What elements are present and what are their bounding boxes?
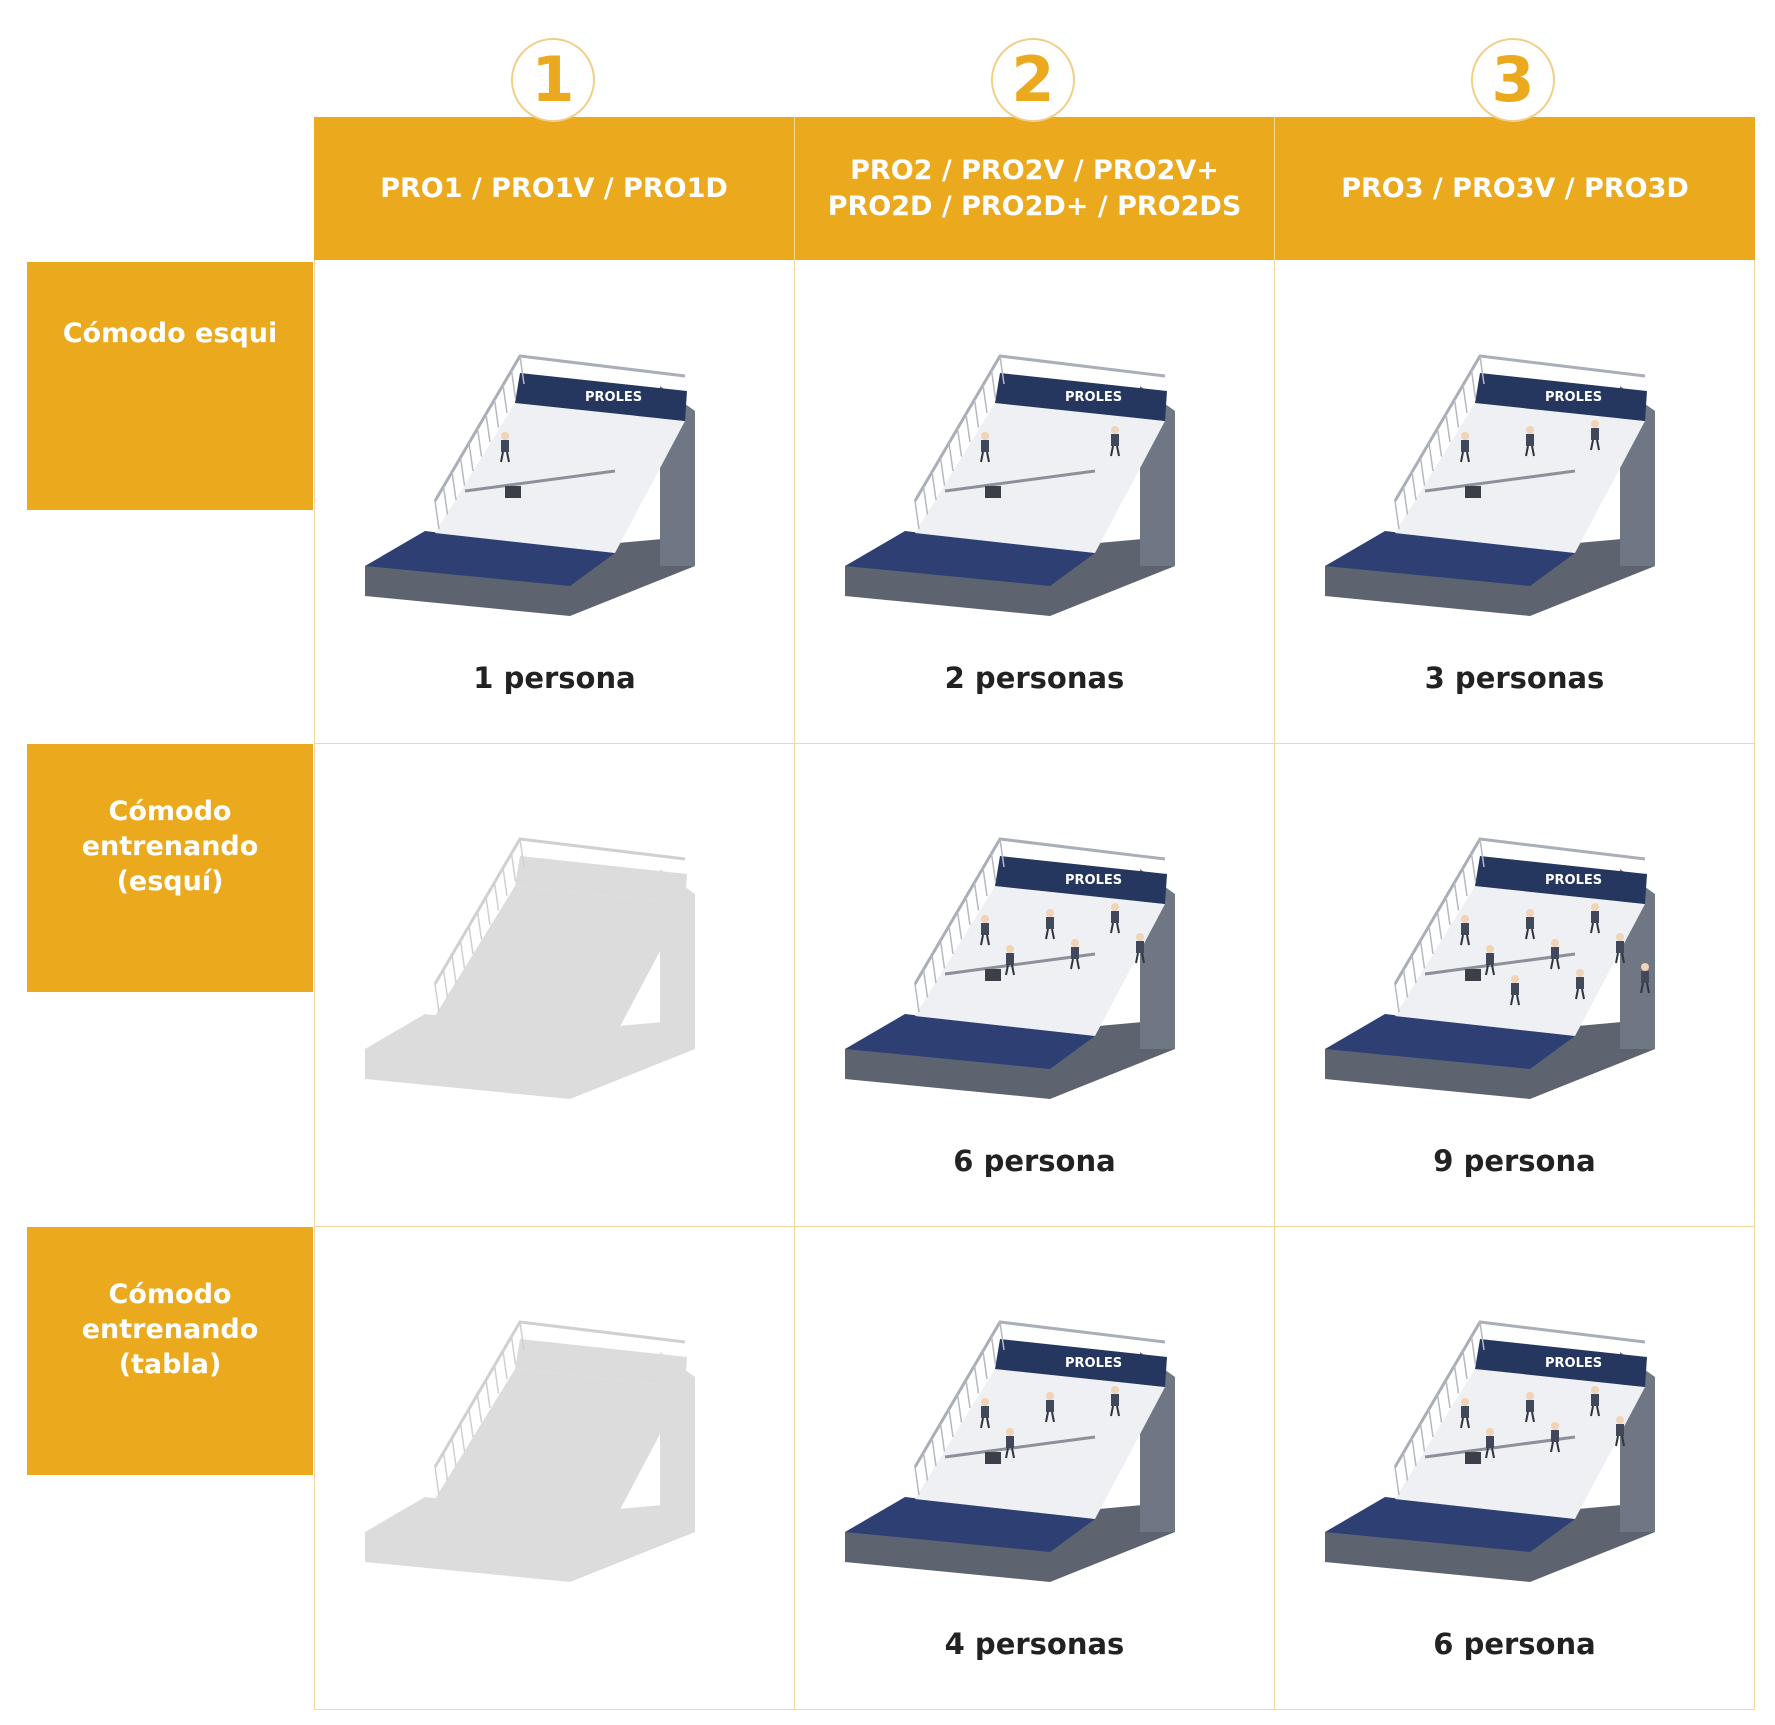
cell-r2-c0 — [315, 1227, 794, 1709]
brand-logo: PROLES — [1545, 390, 1602, 405]
cell-r0-c0: PROLES 1 persona — [315, 261, 794, 743]
skier-figure — [1615, 933, 1625, 964]
brand-logo: PROLES — [585, 390, 642, 405]
column-header-1: PRO1 / PRO1V / PRO1D — [314, 117, 794, 260]
skier-figure — [1640, 963, 1650, 994]
ramp-model: PROLES — [1325, 354, 1655, 616]
skier-figure — [1070, 939, 1080, 970]
row-header-entrenando-tabla: Cómodo entrenando (tabla) — [27, 1227, 313, 1475]
skier-figure — [1460, 1398, 1470, 1429]
skier-figure — [1045, 909, 1055, 940]
row-header-entrenando-esqui: Cómodo entrenando (esquí) — [27, 744, 313, 992]
column-header-3: PRO3 / PRO3V / PRO3D — [1274, 117, 1755, 260]
cell-r1-c2: PROLES 9 persona — [1275, 744, 1754, 1226]
ski-simulator-illustration: PROLES — [1275, 1227, 1754, 1709]
skier-figure — [1525, 1392, 1535, 1423]
ramp-model: PROLES — [1325, 1320, 1655, 1582]
skier-figure — [1590, 903, 1600, 934]
column-number-1: 1 — [511, 38, 595, 122]
skier-figure — [1590, 420, 1600, 451]
skier-figure — [1575, 969, 1585, 1000]
skier-figure — [980, 432, 990, 463]
column-number-3: 3 — [1471, 38, 1555, 122]
skier-figure — [1110, 903, 1120, 934]
row-header-1-line1: Cómodo esqui — [62, 318, 278, 349]
row-header-2-line2: entrenando — [81, 831, 259, 862]
capacity-caption: 4 personas — [944, 1627, 1125, 1661]
skier-figure — [1550, 1422, 1560, 1453]
ramp-silhouette — [365, 837, 695, 1099]
ski-simulator-illustration: PROLES — [315, 261, 794, 743]
capacity-caption: 1 persona — [473, 661, 636, 695]
ski-simulator-illustration: PROLES — [795, 261, 1274, 743]
skier-figure — [1110, 1386, 1120, 1417]
ramp-model: PROLES — [845, 837, 1175, 1099]
ski-simulator-illustration: PROLES — [1275, 744, 1754, 1226]
grid-line-horizontal — [314, 1709, 1755, 1710]
skier-figure — [1485, 1428, 1495, 1459]
column-number-2: 2 — [991, 38, 1075, 122]
capacity-caption: 6 persona — [1433, 1627, 1596, 1661]
ski-simulator-illustration: PROLES — [795, 1227, 1274, 1709]
skier-figure — [1550, 939, 1560, 970]
cell-r2-c2: PROLES 6 persona — [1275, 1227, 1754, 1709]
capacity-caption: 9 persona — [1433, 1144, 1596, 1178]
skier-figure — [1615, 1416, 1625, 1447]
grid-line-horizontal — [314, 1226, 1755, 1227]
ramp-model: PROLES — [1325, 837, 1655, 1099]
ramp-model: PROLES — [845, 354, 1175, 616]
ski-simulator-illustration: PROLES — [1275, 261, 1754, 743]
grid-line-vertical — [1274, 260, 1275, 1710]
brand-logo: PROLES — [1065, 390, 1122, 405]
ski-simulator-illustration-disabled — [315, 744, 794, 1226]
brand-logo: PROLES — [1545, 1356, 1602, 1371]
row-header-3-line2: entrenando — [81, 1314, 259, 1345]
ramp-model: PROLES — [845, 1320, 1175, 1582]
skier-figure — [1110, 426, 1120, 457]
skier-figure — [1005, 945, 1015, 976]
grid-line-vertical — [1754, 260, 1755, 1710]
grid-line-horizontal — [314, 743, 1755, 744]
skier-figure — [1525, 426, 1535, 457]
ramp-model: PROLES — [365, 354, 695, 616]
column-header-1-line1: PRO1 / PRO1V / PRO1D — [380, 172, 728, 204]
column-header-3-line1: PRO3 / PRO3V / PRO3D — [1341, 172, 1689, 204]
capacity-caption: 2 personas — [944, 661, 1125, 695]
cell-r2-c1: PROLES 4 personas — [795, 1227, 1274, 1709]
column-header-2-line1: PRO2 / PRO2V / PRO2V+ — [850, 154, 1219, 186]
brand-logo: PROLES — [1065, 1356, 1122, 1371]
ramp-silhouette — [365, 1320, 695, 1582]
skier-figure — [1045, 1392, 1055, 1423]
capacity-caption: 3 personas — [1424, 661, 1605, 695]
row-header-2-line1: Cómodo — [108, 796, 232, 827]
skier-figure — [1485, 945, 1495, 976]
skier-figure — [1525, 909, 1535, 940]
skier-figure — [1510, 975, 1520, 1006]
ski-simulator-illustration-disabled — [315, 1227, 794, 1709]
skier-figure — [500, 432, 510, 463]
column-header-2-line2: PRO2D / PRO2D+ / PRO2DS — [827, 190, 1242, 222]
column-header-2: PRO2 / PRO2V / PRO2V+ PRO2D / PRO2D+ / P… — [794, 117, 1274, 260]
cell-r0-c1: PROLES 2 personas — [795, 261, 1274, 743]
skier-figure — [1590, 1386, 1600, 1417]
cell-r0-c2: PROLES 3 personas — [1275, 261, 1754, 743]
brand-logo: PROLES — [1065, 873, 1122, 888]
ski-simulator-illustration: PROLES — [795, 744, 1274, 1226]
skier-figure — [1460, 432, 1470, 463]
skier-figure — [1135, 933, 1145, 964]
brand-logo: PROLES — [1545, 873, 1602, 888]
row-header-3-line1: Cómodo — [108, 1279, 232, 1310]
skier-figure — [1005, 1428, 1015, 1459]
grid-line-vertical — [314, 260, 315, 1710]
row-header-2-line3: (esquí) — [116, 866, 224, 897]
skier-figure — [980, 1398, 990, 1429]
cell-r1-c1: PROLES 6 persona — [795, 744, 1274, 1226]
skier-figure — [1460, 915, 1470, 946]
row-header-comodo-esqui: Cómodo esqui — [27, 262, 313, 510]
grid-line-vertical — [794, 260, 795, 1710]
row-header-3-line3: (tabla) — [118, 1349, 222, 1380]
skier-figure — [980, 915, 990, 946]
cell-r1-c0 — [315, 744, 794, 1226]
capacity-caption: 6 persona — [953, 1144, 1116, 1178]
